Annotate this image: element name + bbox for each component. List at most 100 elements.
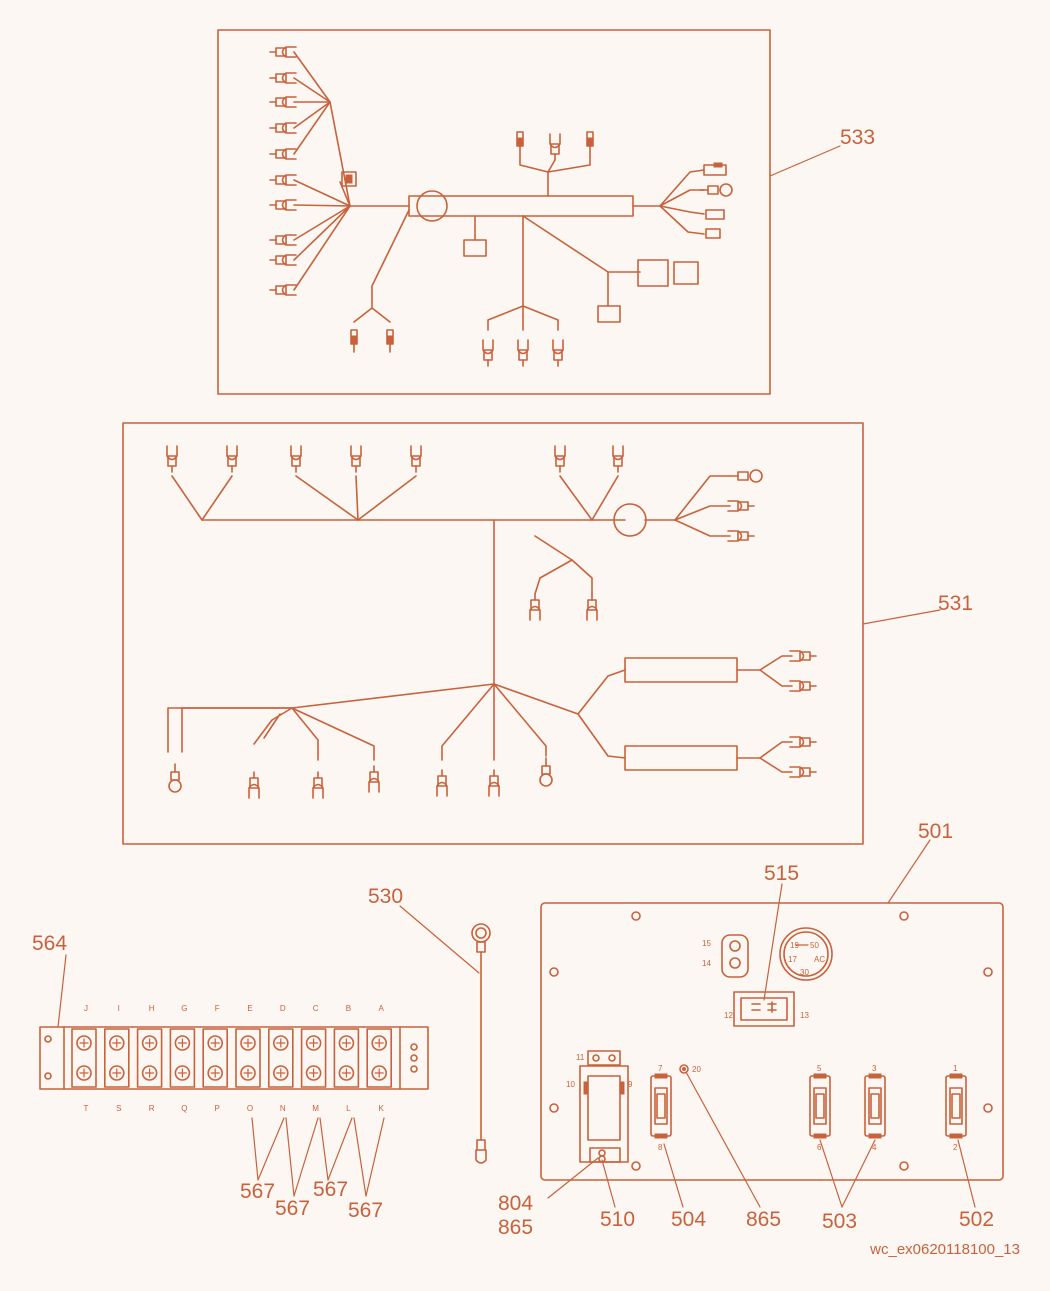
terminal-housing [267, 1028, 294, 1088]
gauge-label: 30 [800, 968, 809, 977]
terminal-screw [371, 1065, 388, 1081]
terminal-letter-top: J [84, 1004, 88, 1013]
callout-865: 865 [498, 1216, 533, 1239]
relay-pin-label: 14 [702, 959, 711, 968]
terminal-housing [169, 1028, 196, 1088]
terminal-housing [366, 1028, 393, 1088]
screw-slot [341, 1068, 351, 1078]
harness-533 [217, 29, 841, 395]
terminal-letter-bottom: N [280, 1104, 286, 1113]
terminal-screw [141, 1065, 158, 1081]
module-pin-label: 9 [628, 1080, 633, 1089]
terminal-screw [272, 1065, 289, 1081]
ground-strap-530 [399, 905, 491, 1164]
terminal-letter-bottom: L [346, 1104, 351, 1113]
terminal-screw [338, 1035, 355, 1051]
screw-slot [243, 1068, 253, 1078]
terminal-screw [207, 1035, 223, 1051]
callout-865: 865 [746, 1208, 781, 1231]
screw-slot [210, 1068, 220, 1078]
terminal-letter-bottom: R [149, 1104, 155, 1113]
screw-slot [79, 1038, 89, 1048]
callout-501: 501 [918, 820, 953, 843]
callout-567: 567 [275, 1197, 310, 1220]
screw-slot [177, 1038, 187, 1048]
terminal-housing [104, 1028, 130, 1088]
terminal-letter-top: D [280, 1004, 286, 1013]
terminal-letter-top: E [247, 1004, 252, 1013]
screw-slot [341, 1038, 351, 1048]
terminal-screw [272, 1035, 289, 1051]
screw-slot [210, 1038, 220, 1048]
terminal-letter-top: A [379, 1004, 385, 1013]
terminal-housing [202, 1028, 228, 1088]
terminal-letter-top: C [313, 1004, 319, 1013]
gauge-label: 19 [790, 941, 799, 950]
relay-pin-label: 13 [800, 1011, 809, 1020]
gauge-label: 17 [788, 955, 797, 964]
switch-pin-label: 2 [953, 1143, 958, 1152]
callout-567: 567 [313, 1178, 348, 1201]
switch-pin-label: 4 [872, 1143, 877, 1152]
screw-slot [374, 1068, 384, 1078]
terminal-screw [338, 1065, 355, 1081]
harness-531 [122, 422, 941, 845]
terminal-screw [305, 1065, 322, 1081]
terminal-letter-bottom: O [247, 1104, 253, 1113]
callout-533: 533 [840, 126, 875, 149]
callout-531: 531 [938, 592, 973, 615]
terminal-letter-bottom: S [116, 1104, 121, 1113]
screw-slot [276, 1068, 286, 1078]
screw-slot [112, 1038, 122, 1048]
screw-slot [309, 1068, 319, 1078]
callout-564: 564 [32, 932, 67, 955]
terminal-screw [240, 1035, 256, 1051]
switch-pin-label: 6 [817, 1143, 822, 1152]
panel-pin-labels: 15 14 12 13 19 50 17 AC 30 11 10 9 7 8 2… [566, 939, 958, 1152]
terminal-letter-bottom: M [312, 1104, 319, 1113]
switch-pin-label: 1 [953, 1064, 958, 1073]
terminal-letter-bottom: Q [181, 1104, 187, 1113]
terminal-letter-bottom: K [379, 1104, 385, 1113]
switch-pin-label: 3 [872, 1064, 877, 1073]
terminal-housing [71, 1028, 97, 1088]
terminal-letter-top: G [181, 1004, 187, 1013]
terminal-letter-bottom: T [84, 1104, 89, 1113]
terminal-screw [240, 1065, 256, 1081]
callout-504: 504 [671, 1208, 706, 1231]
terminal-letter-top: I [118, 1004, 120, 1013]
callout-530: 530 [368, 885, 403, 908]
terminal-screw [174, 1035, 191, 1051]
screw-slot [177, 1068, 187, 1078]
screw-slot [145, 1038, 155, 1048]
terminal-screw [109, 1035, 125, 1051]
screw-slot [276, 1038, 286, 1048]
terminal-letter-top: B [346, 1004, 351, 1013]
screw-slot [145, 1068, 155, 1078]
screw-slot [112, 1068, 122, 1078]
callout-510: 510 [600, 1208, 635, 1231]
terminal-housing [136, 1028, 163, 1088]
terminal-screw [141, 1035, 158, 1051]
callout-502: 502 [959, 1208, 994, 1231]
relay-pin-label: 12 [724, 1011, 733, 1020]
relay-pin-label: 15 [702, 939, 711, 948]
module-pin-label: 11 [576, 1053, 585, 1062]
terminal-screw [109, 1065, 125, 1081]
switch-pin-label: 5 [817, 1064, 822, 1073]
callout-567: 567 [240, 1180, 275, 1203]
terminal-letter-top: F [215, 1004, 220, 1013]
terminal-screw [76, 1035, 92, 1051]
image-id: wc_ex0620118100_13 [869, 1241, 1020, 1258]
switch-pin-label: 7 [658, 1064, 663, 1073]
callout-labels: 533 531 501 515 530 564 567 567 567 567 … [32, 126, 994, 1239]
gauge-label: 50 [810, 941, 819, 950]
indicator-pin-label: 20 [692, 1065, 701, 1074]
callout-503: 503 [822, 1210, 857, 1233]
callout-804: 804 [498, 1192, 533, 1215]
terminal-screw [76, 1065, 92, 1081]
terminal-housing [300, 1028, 327, 1088]
screw-slot [309, 1038, 319, 1048]
switch-pin-label: 8 [658, 1143, 663, 1152]
